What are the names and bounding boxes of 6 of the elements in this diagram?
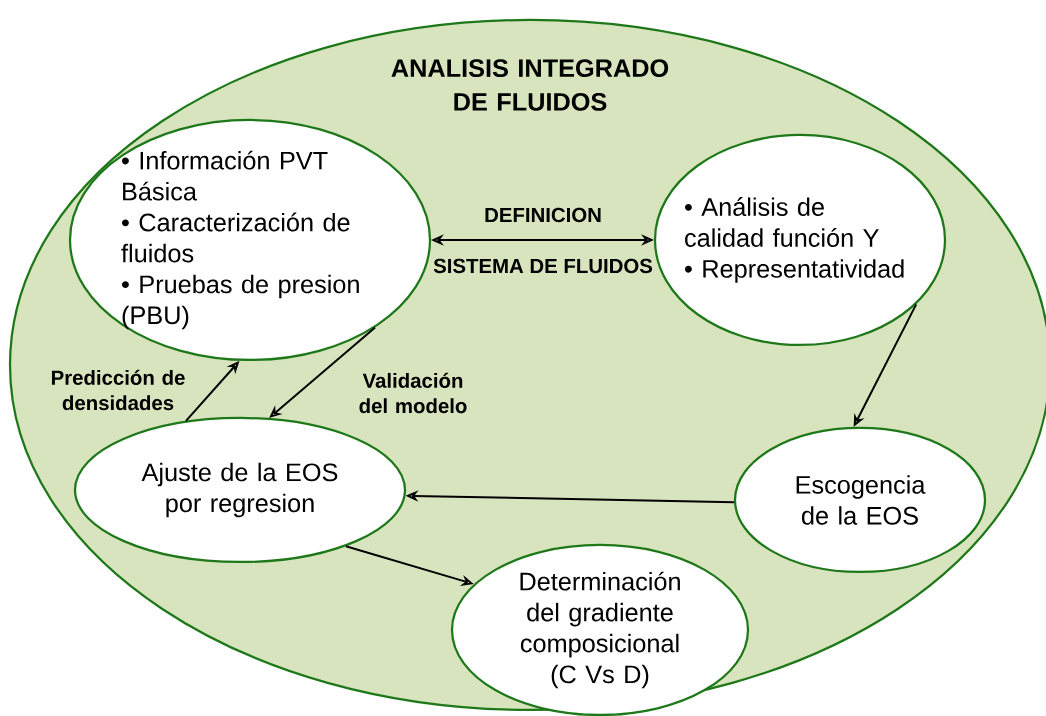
edge-label: DEFINICION	[485, 207, 601, 223]
bold-text: SISTEMA DE FLUIDOS	[433, 258, 653, 274]
node-label: ANALISIS INTEGRADO DE FLUIDOS	[391, 59, 669, 111]
edge-label: Validación del modelo	[359, 372, 467, 414]
edge-label: Predicción de densidades	[51, 369, 185, 411]
arrow	[269, 326, 377, 418]
